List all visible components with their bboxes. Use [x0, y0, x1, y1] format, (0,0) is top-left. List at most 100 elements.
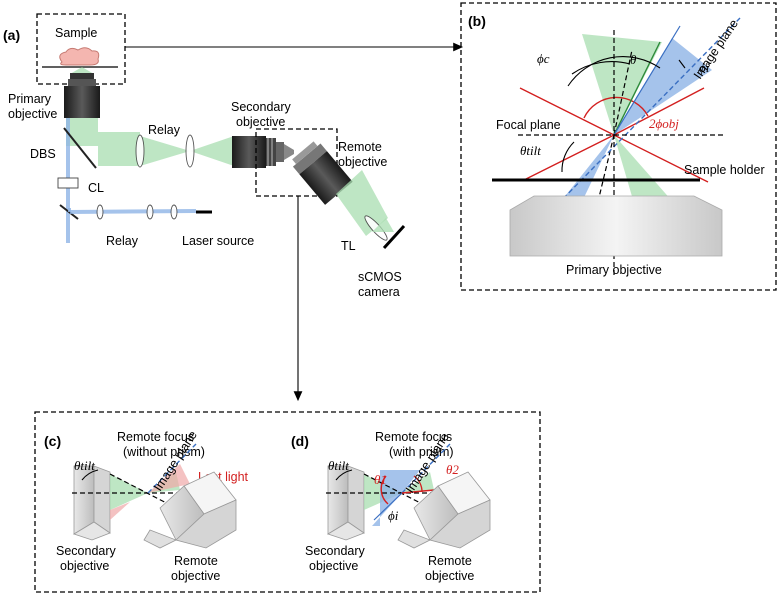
- panel-a: (a) Sample Primary objective DBS Relay: [3, 13, 464, 402]
- panel-d-image-plane: [401, 443, 451, 494]
- phi-i-bracket: [678, 59, 686, 69]
- remote-objective-label-line2: objective: [338, 155, 387, 169]
- panel-d-secondary-objective-bottom: [327, 521, 365, 541]
- emission-beam-to-tl: [336, 170, 388, 236]
- panel-d-secondary-label-line2: objective: [309, 559, 358, 573]
- secondary-objective-side: [93, 465, 111, 534]
- remote-focus-box: [255, 128, 338, 197]
- sample-specimen: [59, 47, 100, 66]
- panel-d-remote-objective-bottom: [397, 529, 431, 549]
- image-plane-line: [551, 17, 741, 211]
- panel-d-image-plane-lower: [373, 492, 403, 521]
- phi-c-arc: [571, 61, 631, 75]
- panel-d-secondary-label-line1: Secondary: [305, 544, 366, 558]
- dbs-label: DBS: [30, 147, 56, 161]
- theta-arc: [567, 56, 661, 87]
- objective-na-line-lower-left: [523, 134, 615, 181]
- panel-d-theta-tilt-label: θtilt: [328, 458, 349, 473]
- objective-na-line-lower-right: [613, 134, 709, 183]
- panel-d-tag: (d): [291, 433, 309, 449]
- phi-c-label: ϕc: [537, 51, 550, 66]
- two-phi-obj-label: 2ϕobj: [649, 116, 679, 131]
- panel-c-secondary-label-line2: objective: [60, 559, 109, 573]
- relay-top-label: Relay: [148, 123, 181, 137]
- primary-objective: [64, 73, 100, 118]
- camera-label-line1: sCMOS: [358, 270, 402, 284]
- panel-c-theta-tilt-label: θtilt: [74, 458, 95, 473]
- relay-lens-bottom-2: [146, 204, 154, 220]
- panel-d-remote-label-line2: objective: [425, 569, 474, 583]
- remote-objective-side: [175, 499, 237, 549]
- secondary-objective-label-line1: Secondary: [231, 100, 292, 114]
- panel-c-green-cone-lower: [110, 493, 148, 510]
- objective-na-line-upper-right: [613, 87, 705, 136]
- panel-a-tag: (a): [3, 27, 20, 43]
- relay-lens-top-1: [135, 134, 145, 168]
- primary-objective-label-line2: objective: [8, 107, 57, 121]
- panel-d-secondary-objective-side: [347, 465, 365, 534]
- camera-label-line2: camera: [358, 285, 400, 299]
- theta-tilt-arc: [561, 141, 575, 173]
- lower-panels-box: [34, 411, 541, 593]
- panel-b: (b) ϕc θ Image plane ϕi Focal plane 2ϕob…: [460, 2, 777, 291]
- tl-label: TL: [341, 239, 356, 253]
- panel-d-title-line1: Remote focus: [375, 430, 452, 444]
- excitation-beam-corner: [68, 208, 71, 212]
- primary-objective-label-line1: Primary: [8, 92, 52, 106]
- primary-objective-label: Primary objective: [566, 263, 662, 277]
- panel-c-remote-label-line2: objective: [171, 569, 220, 583]
- panel-c-theta-tilt-arc: [81, 469, 99, 481]
- panel-d-refracted-ray: [401, 489, 435, 494]
- two-phi-obj-arc: [583, 96, 649, 119]
- excitation-cone-lower: [554, 135, 614, 210]
- panel-d-collection-cone: [402, 472, 434, 493]
- panel-d-theta-2-label: θ2: [446, 462, 459, 477]
- emission-beam-dbs-out: [98, 132, 140, 166]
- secondary-objective: [232, 136, 294, 168]
- collection-edge: [613, 41, 661, 136]
- theta-label: θ: [630, 52, 637, 67]
- laser-source-label: Laser source: [182, 234, 254, 248]
- panel-d-remote-label-line1: Remote: [428, 554, 472, 568]
- panel-c-tag: (c): [44, 433, 61, 449]
- cl-label: CL: [88, 181, 104, 195]
- panel-d: (d) Remote focus (with prism) Secondary …: [291, 430, 491, 583]
- panel-b-tag: (b): [468, 13, 486, 29]
- theta-tilt-label: θtilt: [520, 143, 541, 158]
- objective-na-line-upper-left: [519, 87, 615, 136]
- panel-c-image-plane: [147, 443, 197, 494]
- dichroic-beamsplitter: [63, 127, 97, 169]
- remote-objective-bottom: [143, 529, 177, 549]
- emission-beam-vertical: [66, 118, 98, 146]
- panel-c-secondary-label-line1: Secondary: [56, 544, 117, 558]
- secondary-objective-bottom: [73, 521, 111, 541]
- panel-b-box: [460, 2, 777, 291]
- panel-d-theta-1-label: θ1: [374, 472, 387, 487]
- sample-emission-cone: [70, 67, 94, 74]
- panel-d-title-line2: (with prism): [389, 445, 454, 459]
- panel-d-theta-1-arc: [380, 475, 389, 505]
- primary-objective-body: [509, 195, 723, 257]
- remote-objective-label-line1: Remote: [338, 140, 382, 154]
- panel-c-lost-light-upper: [148, 464, 190, 493]
- sample-holder-label: Sample holder: [684, 163, 765, 177]
- emission-beam-relay2: [190, 136, 234, 166]
- collection-cone-lower: [614, 135, 680, 210]
- panel-d-phi-i-label: ϕi: [388, 508, 399, 523]
- focal-plane-label: Focal plane: [496, 118, 561, 132]
- relay-lens-top-2: [185, 134, 195, 168]
- sample-label: Sample: [55, 26, 97, 40]
- image-plane-edge: [613, 25, 681, 136]
- scmos-camera: [382, 224, 406, 250]
- relay-lens-bottom-3: [170, 204, 178, 220]
- panel-c: (c) Remote focus (without prism) Seconda…: [44, 428, 249, 583]
- cylindrical-lens: [57, 177, 79, 189]
- emission-beam-to-camera: [372, 218, 394, 232]
- panel-d-theta-tilt-arc: [335, 469, 353, 481]
- panel-c-remote-label-line1: Remote: [174, 554, 218, 568]
- panel-d-remote-objective-side: [429, 499, 491, 549]
- phi-i-label: ϕi: [699, 60, 710, 75]
- panel-c-title-line1: Remote focus: [117, 430, 194, 444]
- image-plane-cone: [614, 38, 712, 135]
